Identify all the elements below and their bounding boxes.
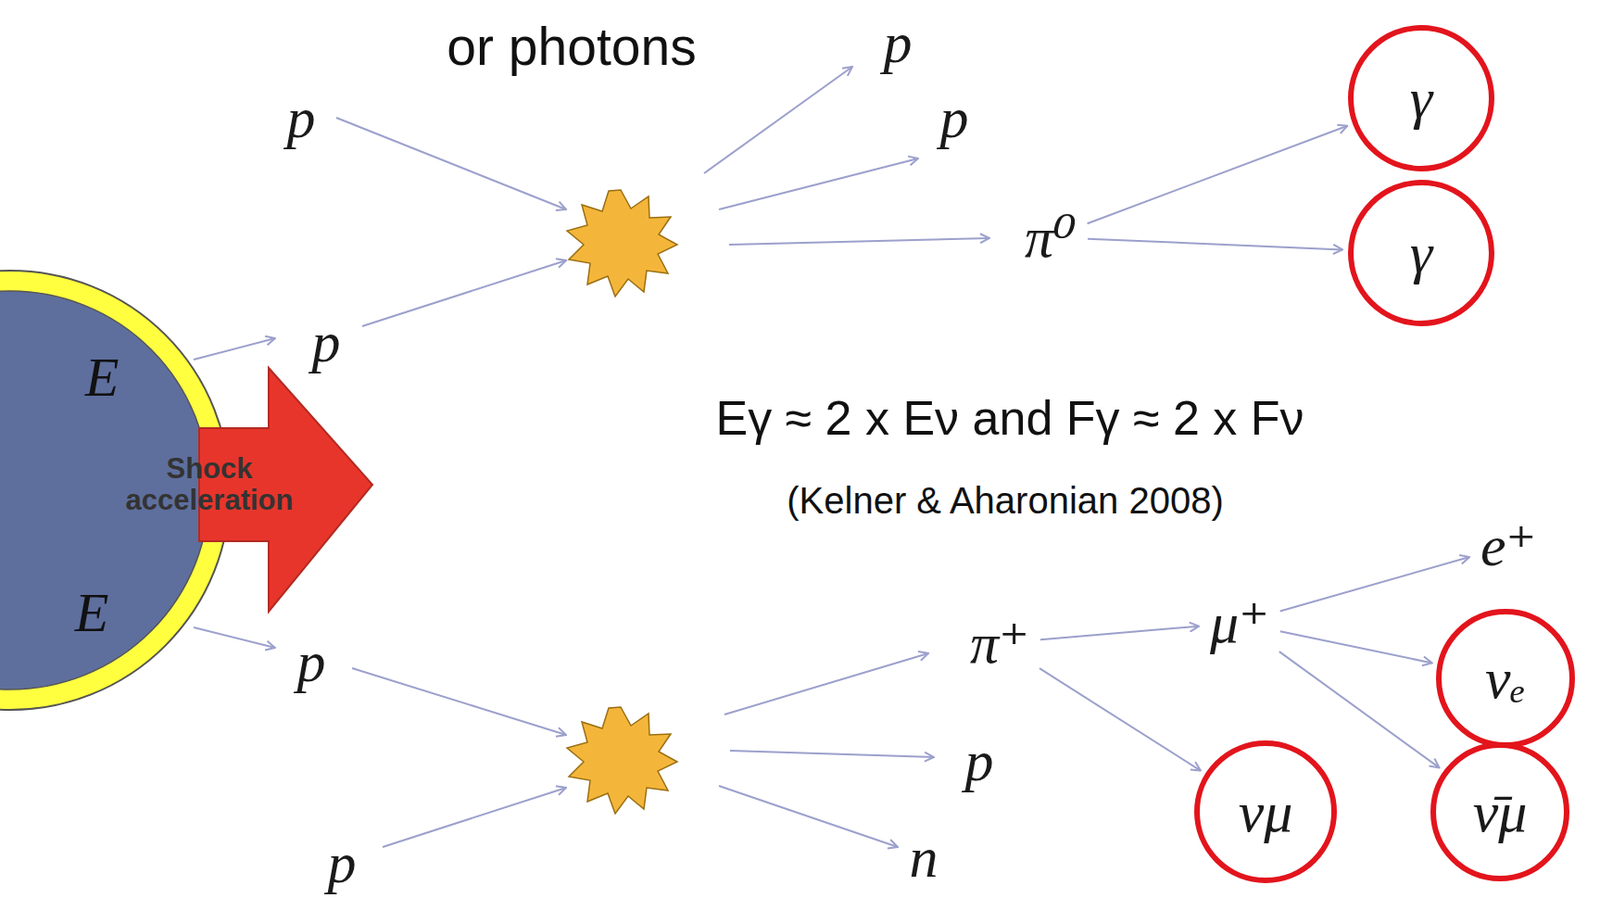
decay-arrow: [1087, 239, 1343, 251]
decay-arrow: [1039, 667, 1201, 770]
collision-star: [566, 189, 678, 297]
particle-arrow: [718, 158, 919, 210]
collision-star: [566, 706, 678, 814]
decay-arrow: [1280, 556, 1470, 612]
particle-symbol: νμ: [1238, 782, 1294, 841]
particle-circle: ν̄μ: [1430, 742, 1570, 882]
particle-symbol: p: [297, 632, 327, 691]
citation-text: (Kelner & Aharonian 2008): [786, 479, 1223, 521]
particle-node: p: [934, 85, 975, 151]
particle-symbol: π⁺: [970, 614, 1030, 672]
shock-label: Shock acceleration: [121, 453, 298, 517]
particle-node: p: [306, 309, 347, 375]
particle-arrow: [362, 260, 567, 327]
decay-arrow: [1040, 626, 1199, 641]
particle-symbol: ν̄μ: [1473, 782, 1528, 841]
particle-node: p: [291, 629, 332, 694]
particle-circle: γ: [1348, 179, 1495, 327]
formula-text: Eγ ≈ 2 x Eν and Fγ ≈ 2 x Fν: [715, 391, 1304, 445]
particle-symbol: p: [327, 833, 357, 892]
particle-node: p: [878, 10, 919, 76]
particle-arrow: [382, 787, 567, 847]
particle-arrow: [704, 66, 853, 174]
particle-symbol: νₑ: [1485, 649, 1526, 707]
energy-label: E: [85, 346, 120, 408]
decay-arrow: [1087, 125, 1349, 224]
particle-node: e⁺: [1474, 513, 1542, 579]
particle-symbol: e⁺: [1480, 516, 1537, 575]
particle-symbol: π⁰: [1024, 208, 1077, 266]
particle-arrow: [193, 627, 276, 648]
energy-label: E: [75, 581, 110, 643]
particle-symbol: p: [965, 731, 995, 790]
particle-symbol: γ: [1410, 69, 1433, 127]
particle-symbol: p: [883, 13, 913, 72]
particle-arrow: [730, 750, 934, 757]
particle-node: π⁰: [1019, 204, 1083, 270]
particle-symbol: n: [909, 828, 939, 886]
particle-symbol: μ⁺: [1209, 593, 1270, 652]
particle-node: p: [322, 830, 363, 895]
particle-arrow: [724, 653, 929, 715]
particle-node: p: [281, 85, 322, 151]
particle-node: p: [959, 728, 1000, 794]
particle-arrow: [729, 238, 990, 245]
particle-circle: νₑ: [1436, 608, 1575, 748]
particle-arrow: [718, 785, 898, 847]
particle-arrow: [193, 338, 276, 360]
decay-arrow: [1280, 630, 1433, 663]
particle-symbol: γ: [1410, 224, 1433, 282]
particle-node: μ⁺: [1204, 590, 1275, 656]
particle-node: π⁺: [964, 610, 1035, 676]
particle-node: n: [904, 824, 945, 890]
particle-circle: γ: [1348, 25, 1495, 172]
particle-symbol: p: [287, 88, 316, 147]
decay-arrow: [1279, 651, 1440, 768]
note-text: or photons: [446, 17, 696, 76]
particle-symbol: p: [312, 313, 341, 371]
particle-arrow: [352, 667, 567, 735]
particle-circle: νμ: [1194, 740, 1337, 883]
particle-arrow: [336, 117, 567, 210]
particle-symbol: p: [940, 88, 970, 147]
